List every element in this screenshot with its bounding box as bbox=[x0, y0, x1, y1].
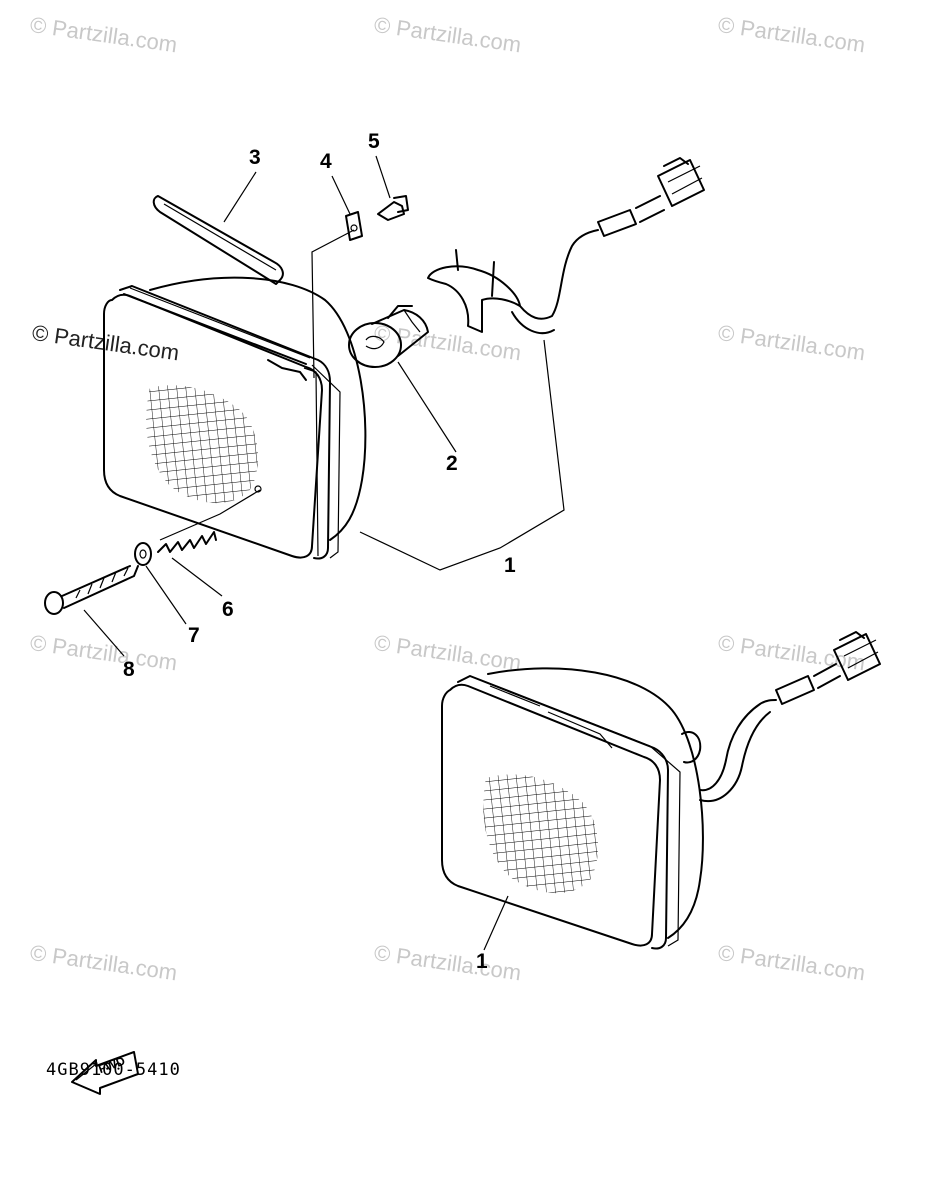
callout-4: 4 bbox=[320, 150, 332, 173]
callout-1-lower: 1 bbox=[476, 950, 488, 973]
socket-harness bbox=[427, 157, 705, 335]
callout-1-upper: 1 bbox=[504, 554, 516, 577]
callout-6: 6 bbox=[222, 598, 234, 621]
callout-7: 7 bbox=[188, 624, 200, 647]
callout-3: 3 bbox=[249, 146, 261, 169]
leader-lines bbox=[83, 155, 565, 951]
washer-part-7 bbox=[134, 542, 152, 566]
diagram-code: 4GB9100-5410 bbox=[46, 1060, 181, 1080]
nut-part-4 bbox=[345, 211, 363, 241]
lamp-assembly-lower bbox=[441, 631, 881, 950]
callout-8: 8 bbox=[123, 658, 135, 681]
screw-part-8 bbox=[44, 565, 139, 615]
spring-part-6 bbox=[157, 531, 217, 553]
strip-part-3 bbox=[152, 195, 284, 285]
callout-5: 5 bbox=[368, 130, 380, 153]
fwd-arrow-icon bbox=[71, 1051, 139, 1095]
callout-2: 2 bbox=[446, 452, 458, 475]
screw-part-5 bbox=[377, 195, 409, 221]
lamp-assembly-upper bbox=[103, 276, 367, 560]
bulb-part-2 bbox=[348, 305, 429, 368]
